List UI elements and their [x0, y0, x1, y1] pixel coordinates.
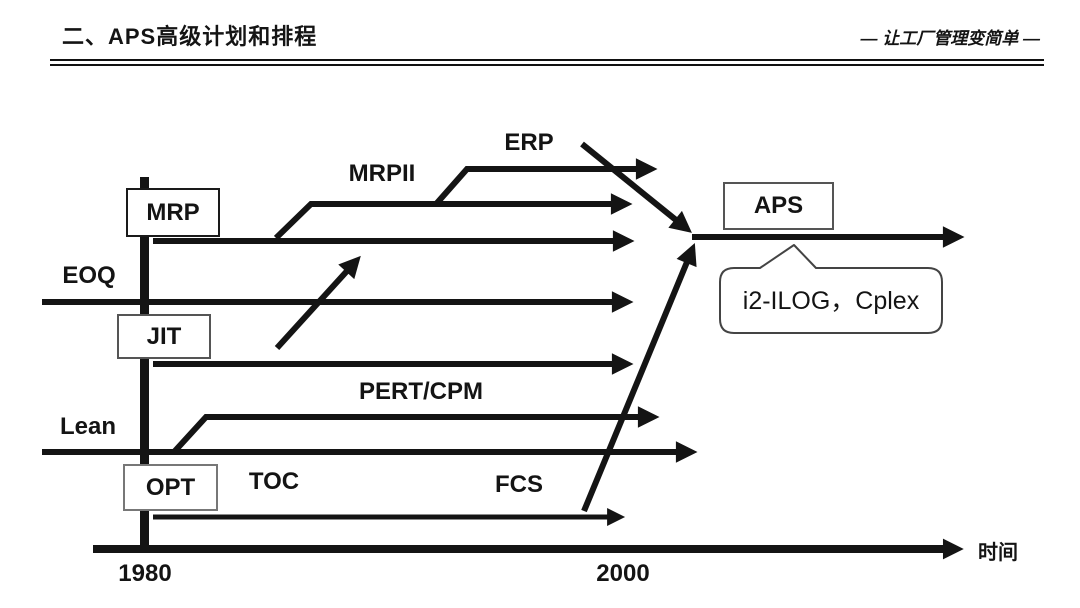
aps-box: APS [723, 182, 834, 230]
callout-bubble [719, 244, 943, 334]
callout-text: i2-ILOG，Cplex [742, 287, 920, 315]
axis-tick-1980: 1980 [118, 560, 172, 587]
opt-box: OPT [123, 464, 218, 511]
axis-tick-2000: 2000 [596, 560, 650, 587]
pert-cpm-arrow [171, 406, 660, 455]
jit-evolution-diagonal-arrow [274, 255, 361, 351]
header-divider [50, 59, 1044, 66]
jit-box-label: JIT [146, 322, 182, 350]
lean-label: Lean [59, 413, 116, 440]
axis-label-time: 时间 [978, 542, 1018, 564]
aps-box-label: APS [753, 192, 804, 219]
mrpii-label: MRPII [348, 160, 416, 187]
header-slogan: — 让工厂管理变简单 — [860, 29, 1040, 48]
erp-to-aps-diagonal-arrow [580, 141, 692, 233]
pert-cpm-label: PERT/CPM [358, 378, 483, 405]
page-title: 二、APS高级计划和排程 [62, 24, 318, 49]
mrp-box-label: MRP [146, 198, 200, 226]
fcs-to-aps-diagonal-arrow [581, 243, 697, 513]
mrp-box: MRP [126, 188, 220, 237]
jit-box: JIT [117, 314, 211, 359]
erp-label: ERP [504, 129, 554, 156]
mrpii-arrow [273, 193, 633, 241]
opt-box-label: OPT [145, 473, 196, 501]
toc-label: TOC [248, 468, 300, 495]
eoq-label: EOQ [62, 262, 116, 289]
fcs-label: FCS [495, 471, 543, 498]
erp-arrow [434, 158, 658, 205]
